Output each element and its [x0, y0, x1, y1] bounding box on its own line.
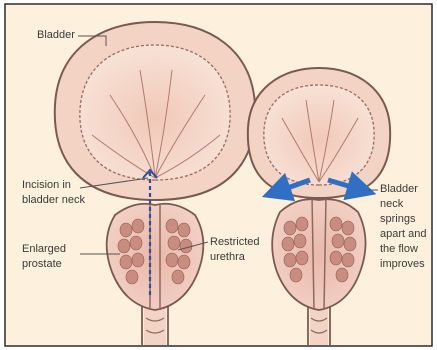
label-springs-4: apart and: [380, 228, 426, 240]
label-restricted-1: Restricted: [210, 236, 260, 248]
label-springs-2: neck: [380, 198, 404, 210]
bladder-lining-right: [264, 85, 374, 185]
label-springs-6: improves: [380, 258, 425, 270]
label-restricted-2: urethra: [210, 251, 246, 263]
label-incision-2: bladder neck: [22, 194, 85, 206]
label-enlarged-1: Enlarged: [22, 243, 66, 255]
label-springs-5: the flow: [380, 243, 418, 255]
label-incision-1: Incision in: [22, 179, 71, 191]
label-springs-3: springs: [380, 213, 416, 225]
label-bladder: Bladder: [37, 29, 75, 41]
label-enlarged-2: prostate: [22, 258, 62, 270]
label-springs-1: Bladder: [380, 183, 418, 195]
bladder-lining-left: [80, 45, 230, 180]
